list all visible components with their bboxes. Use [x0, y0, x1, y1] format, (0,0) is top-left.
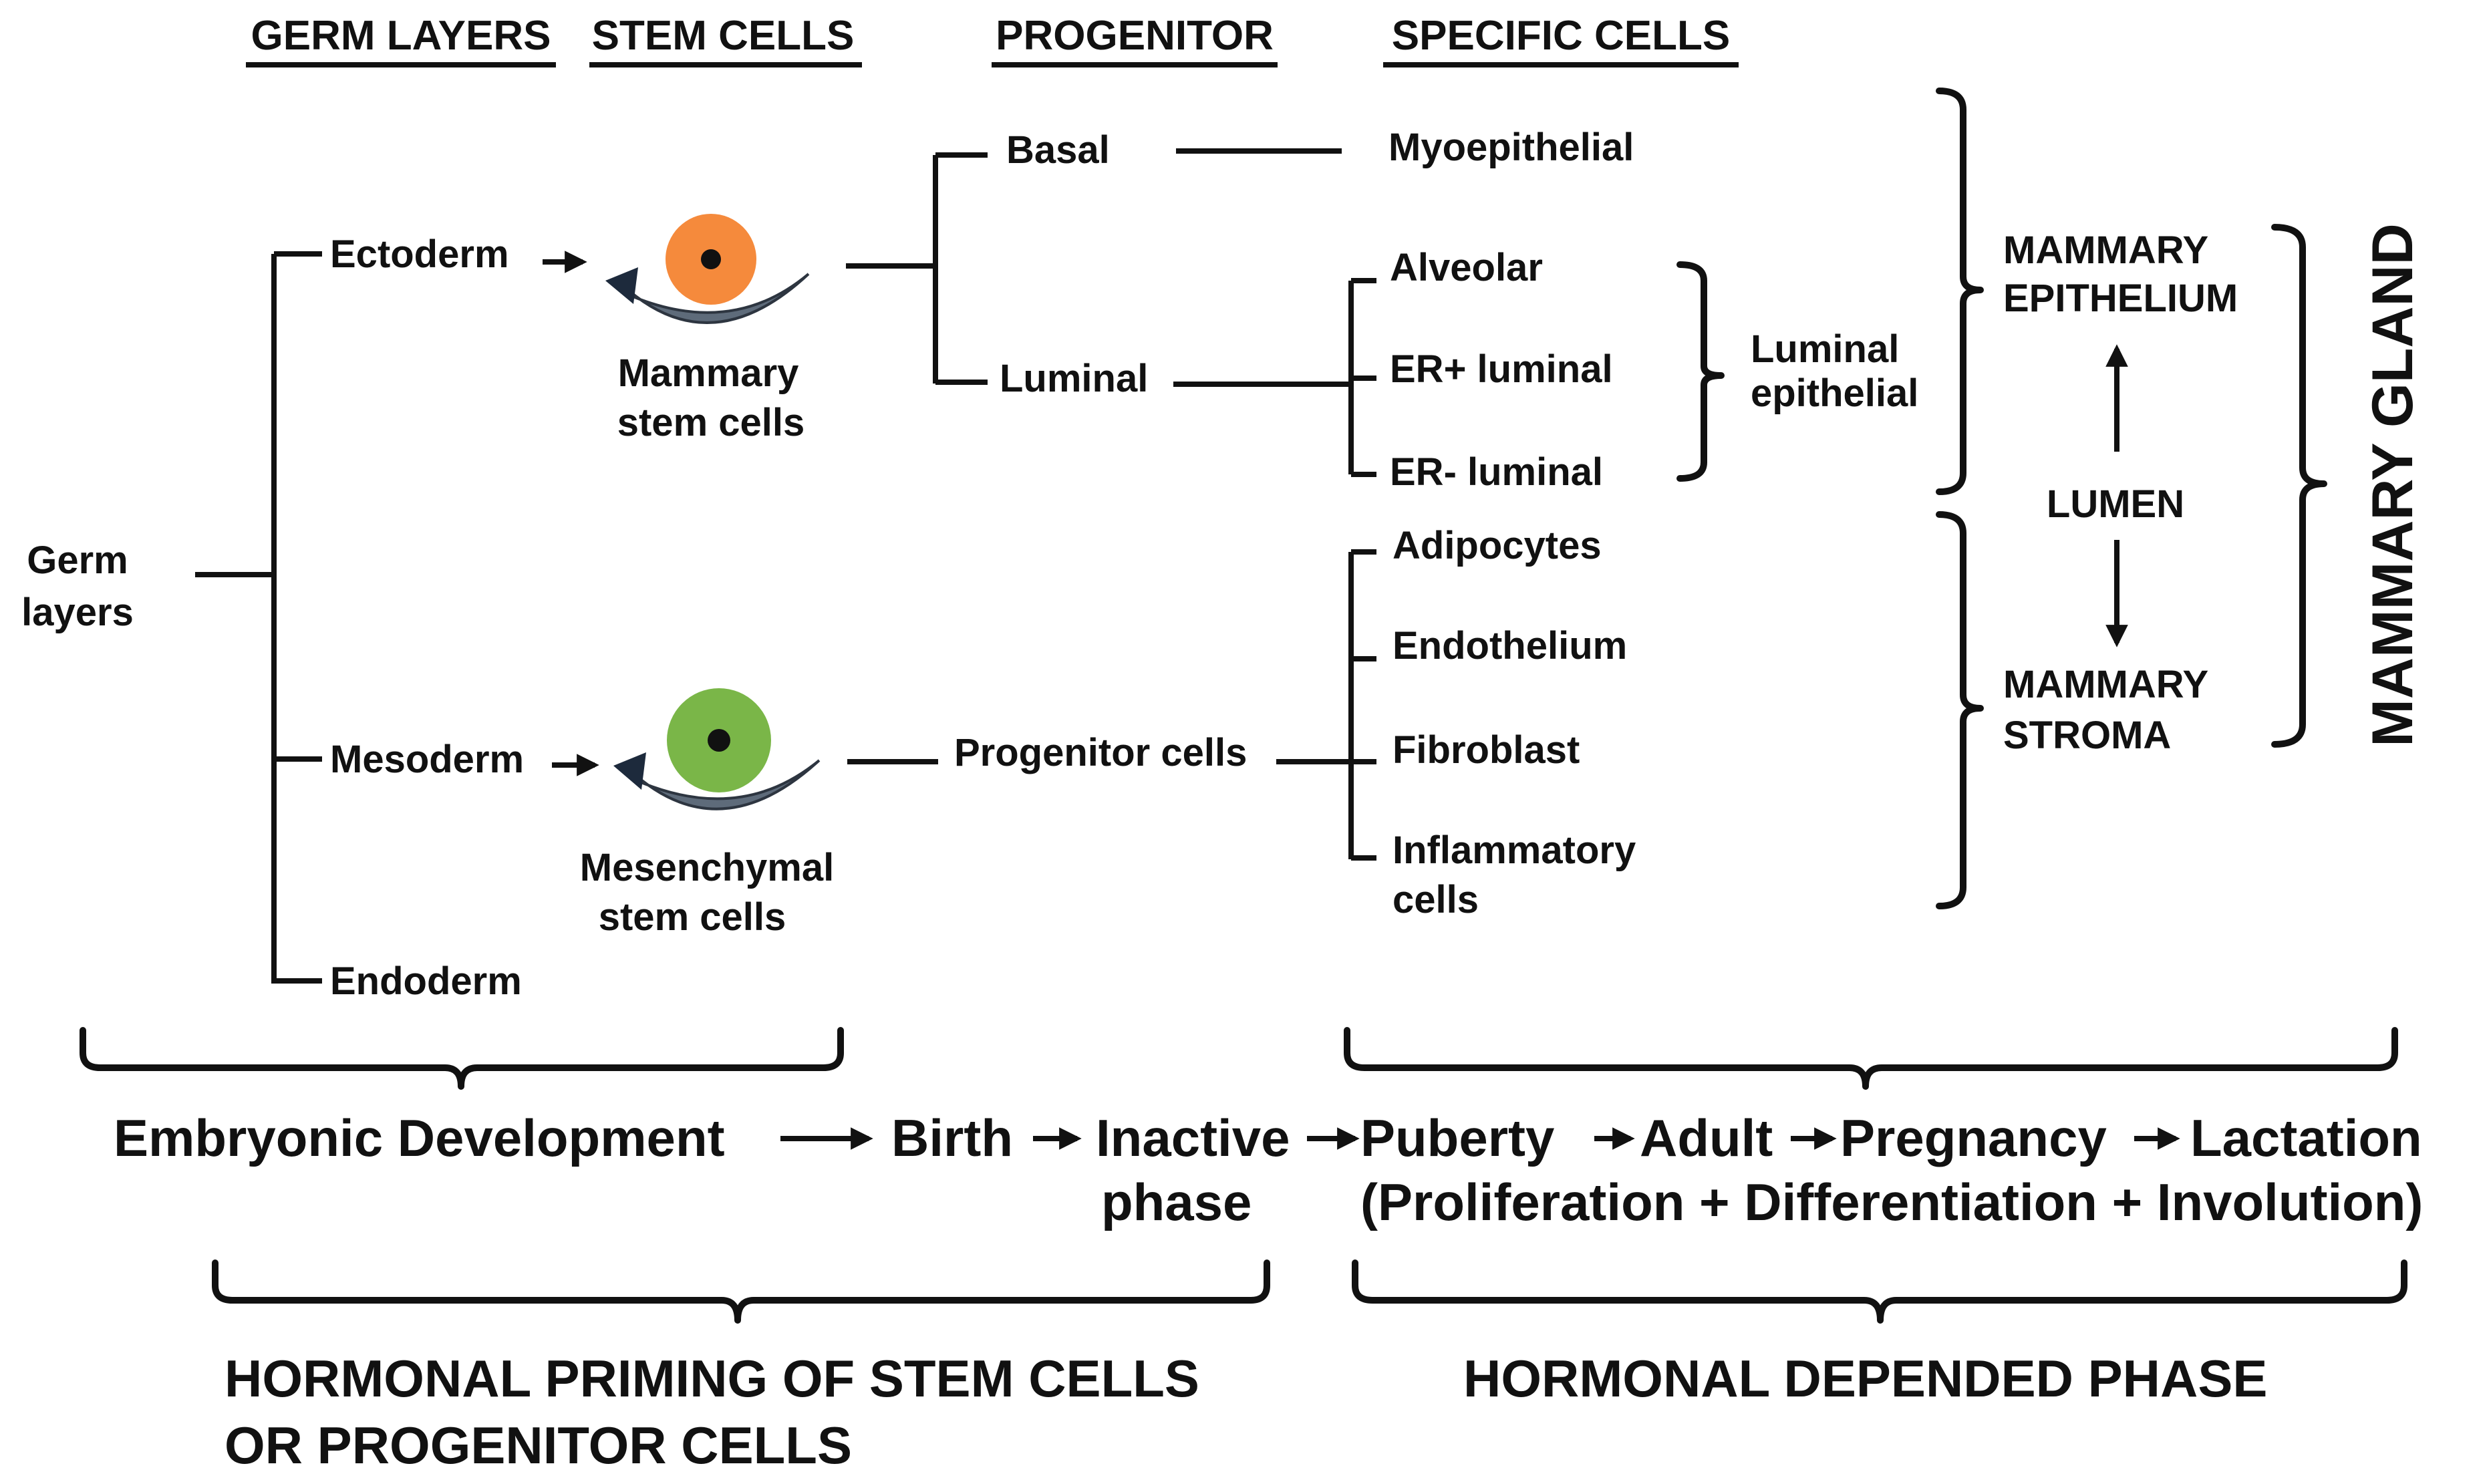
mammary-stroma-line1: MAMMARY [2003, 663, 2208, 706]
root-label-line2: layers [21, 591, 134, 634]
mesenchymal-stem-cells-line2: stem cells [599, 895, 786, 939]
mammary-stem-cell-icon [605, 214, 810, 324]
luminal-epithelial-bracket [1676, 261, 1725, 482]
priming-phase-line1: HORMONAL PRIMING OF STEM CELLS [225, 1349, 1199, 1408]
header-stem-cells: STEM CELLS [592, 13, 855, 59]
priming-brace [212, 1259, 1270, 1324]
mammary-gland-bracket [2271, 224, 2327, 748]
endoderm-label: Endoderm [330, 959, 522, 1003]
mammary-stroma-line2: STROMA [2003, 714, 2171, 757]
adipocytes-label: Adipocytes [1393, 524, 1602, 567]
lactation-label: Lactation [2190, 1108, 2422, 1167]
mammary-epithelium-line1: MAMMARY [2003, 229, 2208, 272]
embryonic-brace [80, 1027, 844, 1090]
mammary-self-renewal-arrowhead [605, 267, 638, 304]
inflammatory-label-line2: cells [1393, 878, 1479, 921]
mammary-epithelium-line2: EPITHELIUM [2003, 277, 2238, 320]
er-positive-label: ER+ luminal [1390, 347, 1613, 391]
mammary-self-renewal-arc [620, 273, 810, 324]
endothelium-label: Endothelium [1393, 624, 1627, 667]
mesenchymal-stem-cells-line1: Mesenchymal [580, 846, 834, 889]
inactive-phase-line1: Inactive [1096, 1108, 1290, 1167]
mesenchymal-self-renewal-arc [628, 759, 821, 810]
inactive-phase-line2: phase [1101, 1173, 1252, 1231]
root-label-line1: Germ [27, 539, 128, 582]
priming-phase-line2: OR PROGENITOR CELLS [225, 1416, 852, 1475]
epithelium-bracket [1936, 88, 1984, 495]
progenitor-cells-label: Progenitor cells [954, 731, 1247, 774]
puberty-label: Puberty [1360, 1108, 1554, 1167]
luminal-epithelial-line2: epithelial [1751, 372, 1918, 415]
mammary-gland-label: MAMMARY GLAND [2361, 223, 2425, 747]
mesenchymal-cell-nucleus [708, 729, 730, 752]
dependent-brace [1352, 1259, 2407, 1324]
mammary-stem-cells-line1: Mammary [618, 351, 799, 395]
basal-label: Basal [1006, 128, 1110, 172]
process-label: (Proliferation + Differentiation + Invol… [1360, 1173, 2423, 1231]
stroma-bracket [1936, 511, 1984, 909]
header-specific-cells: SPECIFIC CELLS [1392, 13, 1730, 59]
mesenchymal-self-renewal-arrowhead [613, 752, 646, 790]
header-progenitor: PROGENITOR [996, 13, 1274, 59]
pregnancy-label: Pregnancy [1840, 1108, 2107, 1167]
dependent-phase-label: HORMONAL DEPENDED PHASE [1463, 1349, 2267, 1408]
myoepithelial-label: Myoepithelial [1388, 126, 1634, 169]
mammary-cell-nucleus [701, 249, 721, 269]
inflammatory-label-line1: Inflammatory [1393, 829, 1636, 872]
alveolar-label: Alveolar [1390, 246, 1543, 289]
luminal-label: Luminal [1000, 357, 1148, 400]
fibroblast-label: Fibroblast [1393, 728, 1580, 772]
lumen-label: LUMEN [2047, 482, 2184, 526]
er-negative-label: ER- luminal [1390, 450, 1603, 494]
adult-label: Adult [1640, 1108, 1773, 1167]
mesenchymal-stem-cell-icon [613, 688, 821, 810]
postnatal-brace [1344, 1027, 2398, 1090]
mammary-stem-cells-line2: stem cells [617, 401, 805, 444]
column-headers: GERM LAYERS STEM CELLS PROGENITOR SPECIF… [246, 13, 1739, 67]
luminal-epithelial-line1: Luminal [1751, 327, 1899, 371]
mesoderm-label: Mesoderm [330, 738, 524, 781]
header-germ-layers: GERM LAYERS [251, 13, 551, 59]
ectoderm-label: Ectoderm [330, 233, 509, 276]
birth-label: Birth [891, 1108, 1013, 1167]
embryonic-development-label: Embryonic Development [114, 1108, 725, 1167]
